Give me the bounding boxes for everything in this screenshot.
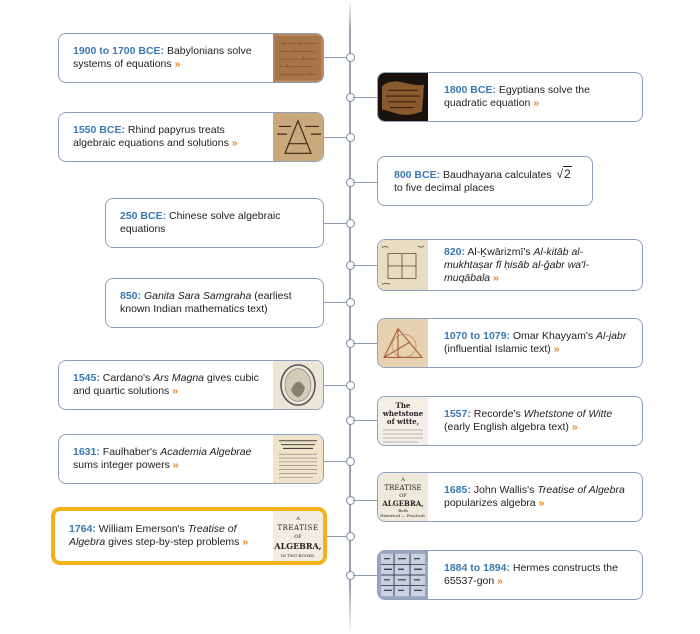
more-arrow-icon[interactable]: »: [538, 497, 545, 509]
event-card-wallis[interactable]: 1685: John Wallis's Treatise of Algebra …: [377, 472, 643, 522]
event-card-khwarizmi[interactable]: 820: Al-Ḵwārizmī's Al-kitāb al-mukhtaṣar…: [377, 239, 643, 291]
event-card-rhind[interactable]: 1550 BCE: Rhind papyrus treats algebraic…: [58, 112, 324, 162]
book-title-page-icon: The whetstone of witte,: [378, 397, 428, 445]
connector-line: [353, 420, 377, 421]
event-text: Faulhaber's: [99, 446, 161, 458]
geometric-figure-icon: [378, 319, 428, 367]
timeline-marker: [346, 53, 355, 62]
connector-line: [323, 302, 347, 303]
event-card-hermes[interactable]: 1884 to 1894: Hermes constructs the 6553…: [377, 550, 643, 600]
treatise-cover-icon: A TREATISE OF ALGEBRA, IN TWO BOOKS.: [273, 511, 323, 561]
timeline-axis: [349, 0, 351, 634]
event-year: 850:: [120, 290, 142, 302]
book-title: Al-kitāb al-mukhtaṣar fī ḥisāb al-ğabr w…: [444, 245, 589, 284]
portrait-medallion-icon: [273, 361, 323, 409]
event-card-khayyam[interactable]: 1070 to 1079: Omar Khayyam's Al-jabr (in…: [377, 318, 643, 368]
event-text: to five decimal places: [394, 181, 495, 194]
event-year: 1631:: [73, 446, 100, 458]
book-title: Ars Magna: [153, 372, 205, 384]
connector-line: [353, 500, 377, 501]
connector-line: [353, 182, 377, 183]
book-title: Al-jabr: [596, 330, 627, 342]
event-text: Hermes constructs the 65537-gon: [444, 562, 618, 587]
event-year: 1557:: [444, 408, 471, 420]
event-card-recorde[interactable]: 1557: Recorde's Whetstone of Witte (earl…: [377, 396, 643, 446]
more-arrow-icon[interactable]: »: [242, 536, 249, 548]
connector-line: [353, 575, 377, 576]
event-year: 1685:: [444, 484, 471, 496]
square-root-symbol: √2: [556, 165, 572, 181]
event-year: 1800 BCE:: [444, 84, 496, 96]
timeline-marker: [346, 133, 355, 142]
connector-line: [323, 385, 347, 386]
clay-tablet-icon: [273, 34, 323, 82]
more-arrow-icon[interactable]: »: [231, 137, 238, 149]
event-year: 250 BCE:: [120, 210, 167, 222]
event-year: 1764:: [69, 523, 96, 535]
treatise-title-page-icon: A TREATISE OF ALGEBRA, Both Historical —…: [378, 473, 428, 521]
connector-line: [353, 265, 377, 266]
timeline-marker: [346, 457, 355, 466]
more-arrow-icon[interactable]: »: [553, 343, 560, 355]
more-arrow-icon[interactable]: »: [174, 58, 181, 70]
event-year: 1070 to 1079:: [444, 330, 510, 342]
more-arrow-icon[interactable]: »: [533, 97, 540, 109]
more-arrow-icon[interactable]: »: [493, 271, 499, 284]
book-title: Ganita Sara Samgraha: [143, 290, 252, 302]
event-text: Chinese solve algebraic equations: [120, 210, 281, 235]
event-text: Egyptians solve the quadratic equation: [444, 84, 590, 109]
connector-line: [323, 223, 347, 224]
event-card-egyptians[interactable]: 1800 BCE: Egyptians solve the quadratic …: [377, 72, 643, 122]
book-title: Whetstone of Witte: [523, 408, 613, 420]
printed-page-icon: [273, 435, 323, 483]
event-card-ganita[interactable]: 850: Ganita Sara Samgraha (earliest know…: [105, 278, 324, 328]
more-arrow-icon[interactable]: »: [497, 575, 503, 587]
event-card-emerson[interactable]: 1764: William Emerson's Treatise of Alge…: [51, 507, 327, 565]
book-title: Treatise of Algebra: [69, 523, 237, 548]
event-text: (earliest known Indian mathematics text): [120, 290, 292, 315]
event-text: John Wallis's: [470, 484, 538, 496]
timeline-marker: [346, 219, 355, 228]
more-arrow-icon[interactable]: »: [172, 385, 179, 397]
event-year: 1884 to 1894:: [444, 562, 510, 574]
event-year: 1550 BCE:: [73, 124, 125, 136]
handwritten-table-icon: [378, 551, 428, 599]
connector-line: [353, 97, 377, 98]
papyrus-fragment-icon: [378, 73, 428, 121]
connector-line: [323, 137, 347, 138]
timeline-marker: [346, 381, 355, 390]
event-text: Rhind papyrus treats algebraic equations…: [73, 124, 232, 149]
event-text: Omar Khayyam's: [509, 330, 596, 342]
connector-line: [323, 461, 347, 462]
connector-line: [353, 343, 377, 344]
event-text: Al-Ḵwārizmī's: [465, 245, 534, 258]
event-card-cardano[interactable]: 1545: Cardano's Ars Magna gives cubic an…: [58, 360, 324, 410]
more-arrow-icon[interactable]: »: [172, 459, 179, 471]
rhind-papyrus-icon: [273, 113, 323, 161]
event-text: Babylonians solve systems of equations: [73, 45, 252, 70]
event-text: Baudhayana calculates: [440, 168, 552, 181]
connector-line: [323, 57, 347, 58]
event-year: 820:: [444, 245, 466, 258]
event-card-baudhayana[interactable]: 800 BCE: Baudhayana calculates √2 to fiv…: [377, 156, 593, 206]
event-card-babylonians[interactable]: 1900 to 1700 BCE: Babylonians solve syst…: [58, 33, 324, 83]
event-text: Recorde's: [470, 408, 524, 420]
event-text: Cardano's: [99, 372, 154, 384]
event-card-faulhaber[interactable]: 1631: Faulhaber's Academia Algebrae sums…: [58, 434, 324, 484]
timeline-marker: [346, 298, 355, 307]
book-title: Academia Algebrae: [160, 446, 252, 458]
event-year: 1545:: [73, 372, 100, 384]
event-year: 1900 to 1700 BCE:: [73, 45, 165, 57]
more-arrow-icon[interactable]: »: [571, 421, 578, 433]
timeline-marker: [346, 532, 355, 541]
connector-line: [323, 536, 347, 537]
event-text: William Emerson's: [95, 523, 188, 535]
book-title: Treatise of Algebra: [537, 484, 625, 496]
manuscript-diagram-icon: [378, 240, 428, 290]
event-year: 800 BCE:: [394, 168, 441, 181]
event-card-chinese[interactable]: 250 BCE: Chinese solve algebraic equatio…: [105, 198, 324, 248]
